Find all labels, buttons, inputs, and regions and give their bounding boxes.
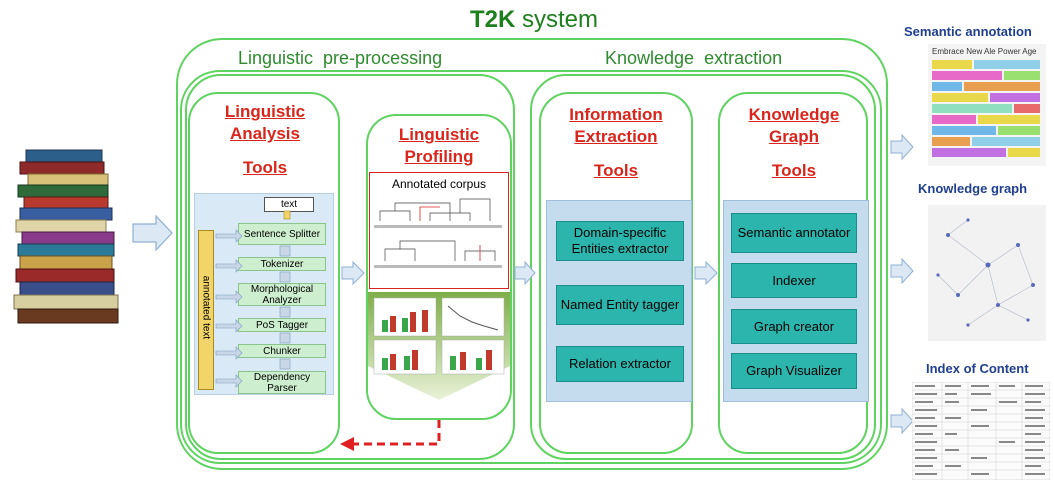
step-dependency-parser: Dependency Parser [238,371,326,394]
section-preprocessing-label: Linguistic pre-processing [238,48,443,68]
profiling-title-line2: Profiling [404,147,474,166]
domain-entities-extractor-tool: Domain-specific Entities extractor [556,221,684,261]
kg-title-line3: Tools [771,161,817,180]
output-arrow-index [890,408,914,434]
analysis-to-profiling-arrow [341,261,365,285]
index-of-content-image [912,382,1050,480]
ie-title-line2: Extraction [574,127,658,146]
named-entity-tagger-tool: Named Entity tagger [556,285,684,325]
analysis-box [188,92,340,454]
profiling-box [366,114,512,420]
profiling-title-line1: Linguistic [398,125,480,144]
annotated-text-bar [198,230,214,390]
system-title-rest: system [515,6,599,33]
ie-title-line3: Tools [593,161,639,180]
input-arrow [132,215,173,251]
ie-box [539,92,693,454]
parse-tree-image [374,198,502,268]
annotated-corpus-box: Annotated corpus [369,172,509,289]
output-arrow-graph [890,258,914,284]
step-chunker: Chunker [238,344,326,358]
indexer-tool: Indexer [731,263,857,298]
profiling-title: Linguistic Profiling [372,124,506,168]
semantic-annotation-headline: Embrace New Ale Power Age [932,47,1037,56]
knowledge-graph-title: Knowledge graph [918,181,1028,196]
feedback-dashed-arrow [340,420,441,451]
graph-visualizer-tool: Graph Visualizer [731,353,857,389]
analysis-title-line2: Analysis [230,124,300,143]
step-tokenizer: Tokenizer [238,257,326,271]
system-title-bold: T2K [470,6,516,33]
semantic-annotation-image: Embrace New Ale Power Age [928,44,1046,166]
analysis-title-line1: Linguistic [224,102,306,121]
system-frame [176,38,888,470]
knowledge-graph-image [928,205,1046,341]
books-stack-image [13,149,119,324]
index-of-content-title: Index of Content [926,361,1029,376]
semantic-annotator-tool: Semantic annotator [731,213,857,253]
step-morphological-analyzer: Morphological Analyzer [238,283,326,306]
kg-title-line1: Knowledge [748,105,840,124]
preprocessing-to-extraction-arrow [514,261,536,285]
annotated-corpus-label: Annotated corpus [391,177,487,191]
preprocessing-frame [185,74,515,460]
ie-title: Information Extraction Tools [548,104,684,182]
output-arrow-semantic [890,134,914,160]
analysis-title: Linguistic Analysis Tools [200,101,330,179]
kg-title: Knowledge Graph Tools [726,104,862,182]
ie-title-line1: Information [569,105,663,124]
semantic-annotation-title: Semantic annotation [904,24,1032,39]
analysis-title-line3: Tools [242,158,288,177]
section-knowledge-extraction-label: Knowledge extraction [605,48,783,68]
kg-title-line2: Graph [768,127,820,146]
relation-extractor-tool: Relation extractor [556,346,684,382]
profiling-charts-image [368,292,510,400]
knowledge-extraction-frame [530,74,876,460]
ie-to-kg-arrow [694,261,718,285]
pipeline-connectors [215,210,291,388]
system-title: T2K system [470,6,598,34]
graph-creator-tool: Graph creator [731,309,857,344]
system-frame-inner [180,70,882,464]
